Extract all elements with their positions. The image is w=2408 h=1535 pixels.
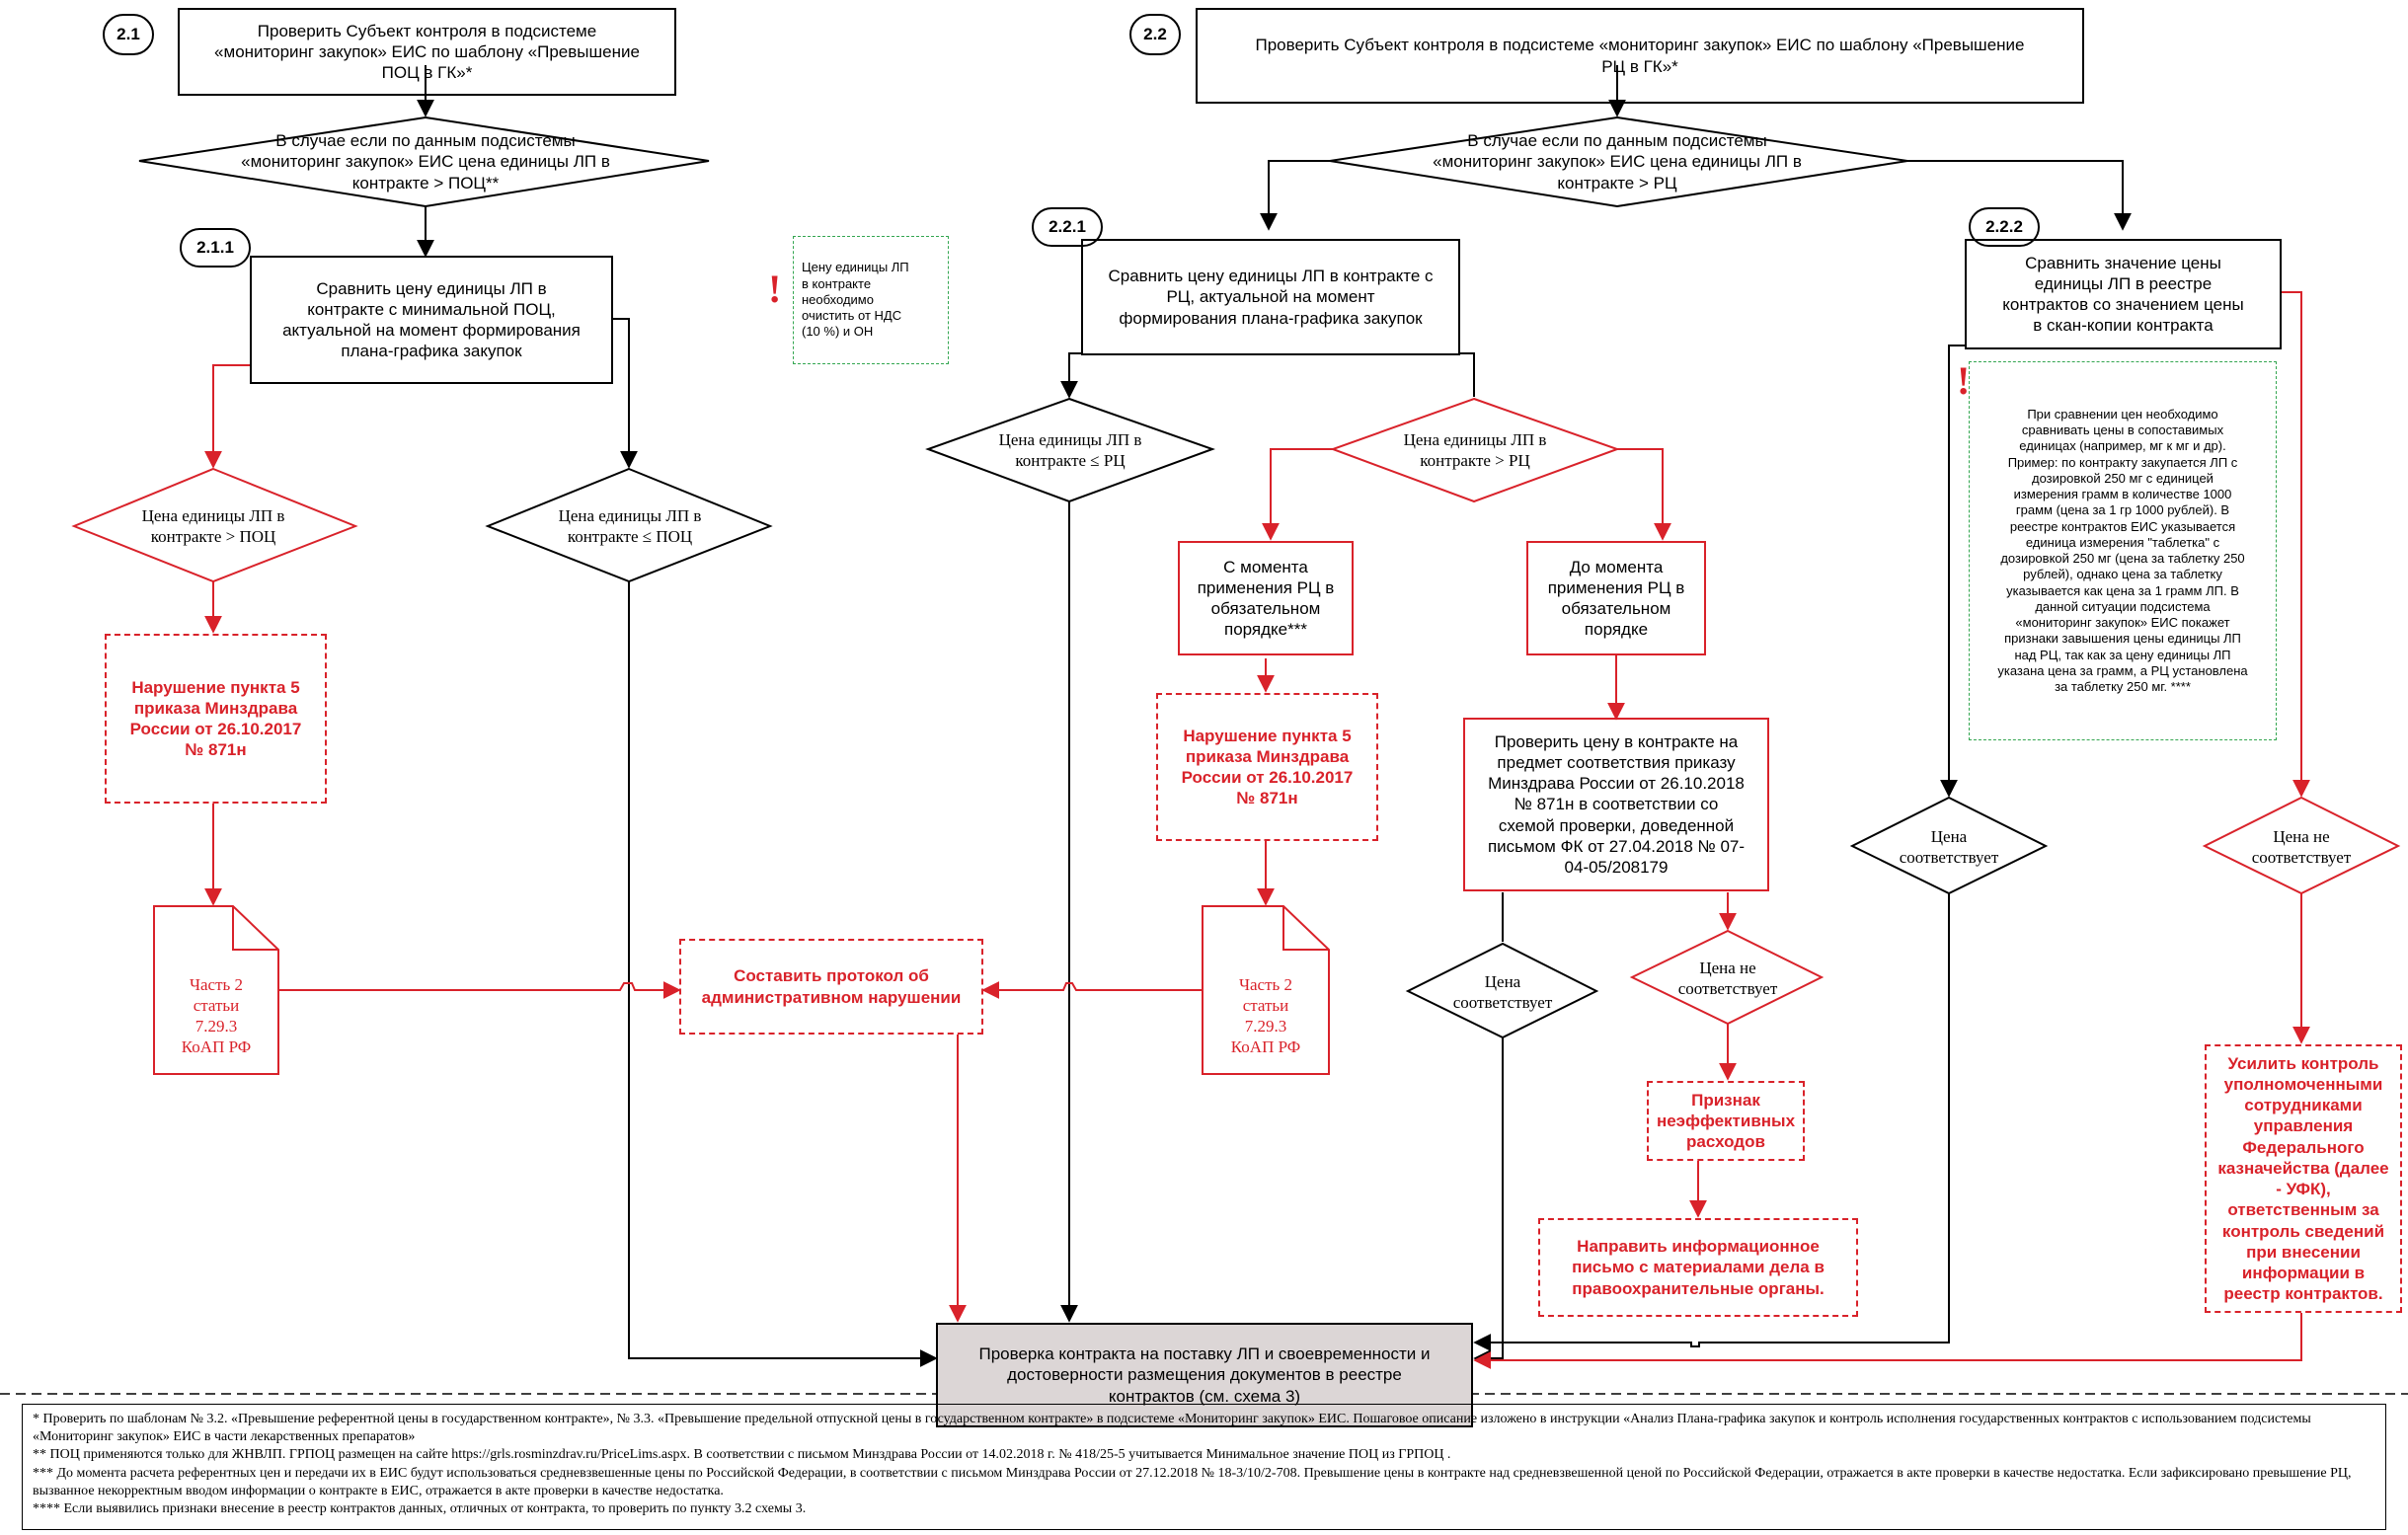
- violation-mid-box: Нарушение пункта 5 приказа Минздрава Рос…: [1156, 693, 1378, 841]
- decision-rc-label: В случае если по данным подсистемы «мони…: [1433, 131, 1802, 192]
- decision-nomatch-mid-label: Цена не соответствует: [1677, 958, 1778, 998]
- compare-rc-box: Сравнить цену единицы ЛП в контракте с Р…: [1081, 239, 1460, 355]
- decision-match-right-label: Цена соответствует: [1899, 826, 1999, 867]
- strengthen-control-box: Усилить контроль уполномоченными сотрудн…: [2205, 1044, 2402, 1313]
- decision-gt-poc-label: Цена единицы ЛП в контракте > ПОЦ: [141, 505, 285, 546]
- compare-registry-box: Сравнить значение цены единицы ЛП в реес…: [1965, 239, 2282, 349]
- decision-gt-rc-label: Цена единицы ЛП в контракте > РЦ: [1403, 429, 1547, 470]
- decision-gt-rc-shape: [1330, 397, 1620, 503]
- decision-22-shape: [1329, 115, 1908, 208]
- mandatory-rc-before-box: До момента применения РЦ в обязательном …: [1526, 541, 1706, 655]
- check-subject-poc-box: Проверить Субъект контроля в подсистеме …: [178, 8, 676, 96]
- decision-poc-label: В случае если по данным подсистемы «мони…: [241, 131, 610, 192]
- footnote-1: * Проверить по шаблонам № 3.2. «Превышен…: [33, 1412, 2311, 1445]
- step-badge-2-1: 2.1: [103, 14, 154, 55]
- step-badge-2-2-1: 2.2.1: [1032, 207, 1103, 247]
- decision-nomatch-right-label: Цена не соответствует: [2251, 826, 2352, 867]
- decision-match-mid-label: Цена соответствует: [1452, 971, 1553, 1012]
- note-compare-units-box: При сравнении цен необходимо сравнивать …: [1969, 361, 2277, 740]
- protocol-box: Составить протокол об административном н…: [679, 939, 983, 1035]
- step-badge-2-2: 2.2: [1129, 14, 1181, 55]
- document-left-label: Часть 2 статьи 7.29.3 КоАП РФ: [181, 974, 252, 1057]
- inefficient-spending-box: Признак неэффективных расходов: [1647, 1081, 1805, 1161]
- document-left-shape: [153, 905, 279, 1075]
- decision-le-rc-label: Цена единицы ЛП в контракте ≤ РЦ: [998, 429, 1142, 470]
- exclamation-icon: !: [768, 267, 782, 311]
- exclamation-icon: !: [1957, 358, 1971, 403]
- footnote-4: **** Если выявились признаки внесение в …: [33, 1500, 807, 1516]
- document-mid-shape: [1202, 905, 1330, 1075]
- footnote-3: *** До момента расчета референтных цен и…: [33, 1465, 2352, 1498]
- send-letter-box: Направить информационное письмо с матери…: [1538, 1218, 1858, 1317]
- violation-left-box: Нарушение пункта 5 приказа Минздрава Рос…: [105, 634, 327, 804]
- document-mid-label: Часть 2 статьи 7.29.3 КоАП РФ: [1230, 974, 1301, 1057]
- note-vat-box: Цену единицы ЛП в контракте необходимо о…: [793, 236, 949, 364]
- compare-poc-box: Сравнить цену единицы ЛП в контракте с м…: [250, 256, 613, 384]
- decision-le-poc-label: Цена единицы ЛП в контракте ≤ ПОЦ: [558, 505, 702, 546]
- check-subject-rc-box: Проверить Субъект контроля в подсистеме …: [1196, 8, 2084, 104]
- check-price-order-box: Проверить цену в контракте на предмет со…: [1463, 718, 1769, 891]
- footnote-2: ** ПОЦ применяются только для ЖНВЛП. ГРП…: [33, 1447, 1451, 1463]
- final-check-box: Проверка контракта на поставку ЛП и свое…: [936, 1323, 1473, 1427]
- step-badge-2-1-1: 2.1.1: [180, 228, 251, 268]
- mandatory-rc-from-box: С момента применения РЦ в обязательном п…: [1178, 541, 1354, 655]
- footnotes-panel: * Проверить по шаблонам № 3.2. «Превышен…: [22, 1404, 2386, 1530]
